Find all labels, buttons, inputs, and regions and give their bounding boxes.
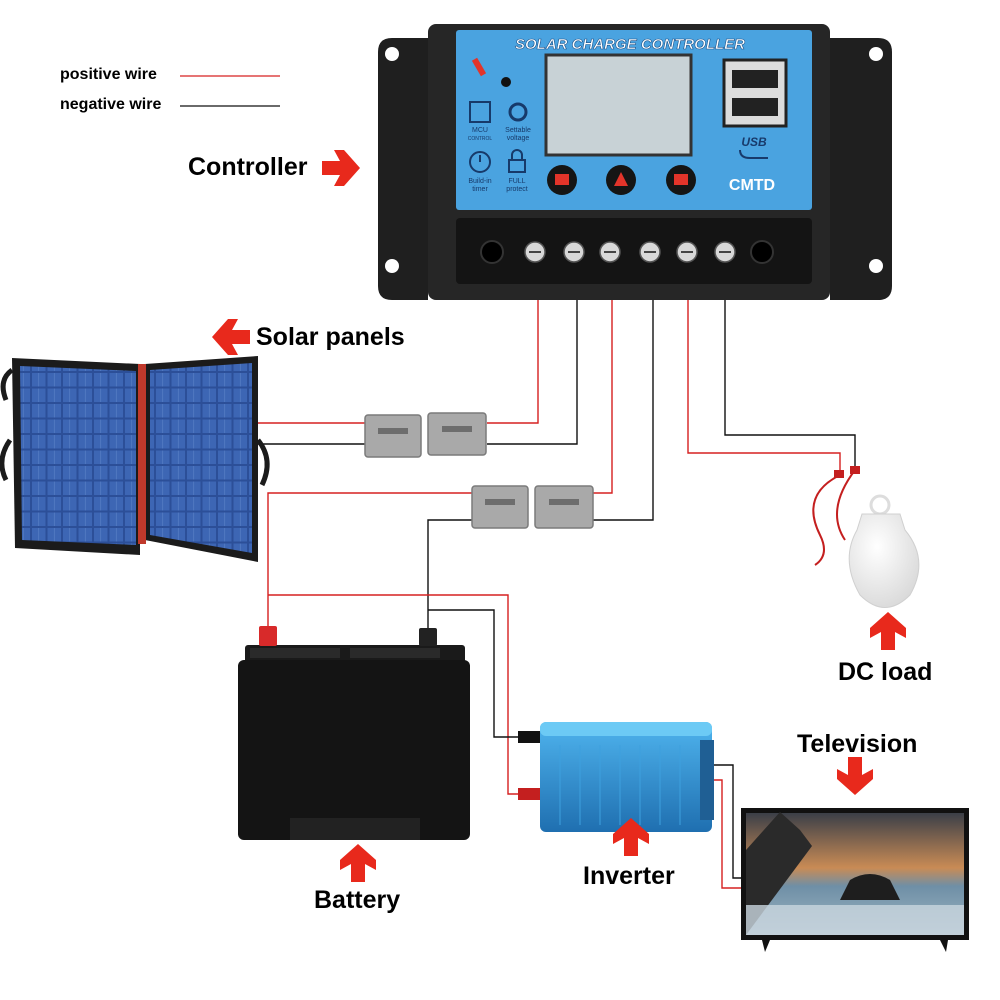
- battery: [238, 626, 470, 840]
- inverter-label: Inverter: [583, 862, 675, 890]
- inverter: [518, 722, 714, 832]
- arrow-battery: [340, 844, 376, 882]
- arrow-television: [837, 757, 873, 795]
- feature-1-line-1: MCU: [472, 127, 488, 134]
- wire-load-negative: [724, 300, 856, 470]
- arrow-controller: [322, 150, 360, 186]
- wire-solar-positive: [487, 300, 539, 424]
- battery-positive-terminal: [259, 626, 277, 646]
- connector-battery-left: [471, 485, 529, 529]
- wire-inverter-positive: [268, 594, 518, 795]
- chip-icon: [469, 101, 491, 123]
- dc-load-label: DC load: [838, 658, 933, 686]
- wire-tv-red: [712, 779, 745, 889]
- clock-icon: [469, 151, 491, 173]
- charge-controller: [378, 24, 892, 300]
- feature-1-line-2: CONTROL: [468, 136, 493, 142]
- connector-solar-right: [427, 412, 487, 456]
- feature-3-line-1: Build-in: [468, 178, 491, 185]
- connector-battery-right: [534, 485, 594, 529]
- arrow-inverter: [613, 818, 649, 856]
- battery-negative-terminal: [419, 628, 437, 646]
- feature-4-line-2: protect: [506, 186, 527, 193]
- wire-tv-black: [712, 764, 745, 879]
- wire-inverter-negative: [428, 609, 518, 738]
- dc-load-bulb: [812, 466, 920, 608]
- solar-panels-label: Solar panels: [256, 323, 405, 351]
- usb-ports: [722, 58, 788, 128]
- controller-label: Controller: [188, 153, 308, 181]
- feature-2-line-2: voltage: [507, 135, 530, 142]
- wire-load-positive: [687, 300, 841, 475]
- television-label: Television: [797, 730, 918, 758]
- feature-4-line-1: FULL: [508, 178, 525, 185]
- battery-label: Battery: [314, 886, 401, 914]
- wire-battery-positive: [592, 300, 613, 494]
- usb-label: USB: [741, 135, 767, 149]
- arrow-solar: [212, 319, 250, 355]
- thermometer-icon: [471, 57, 487, 77]
- arrow-dc-load: [870, 612, 906, 650]
- controller-brand: CMTD: [729, 177, 775, 194]
- connector-solar-left: [364, 414, 422, 458]
- connectors: [364, 412, 594, 529]
- legend-negative-label: negative wire: [60, 96, 162, 113]
- feature-3-line-2: timer: [472, 186, 488, 193]
- arrows: [212, 150, 906, 882]
- wire-solar-negative: [487, 300, 578, 445]
- controller-panel-title: SOLAR CHARGE CONTROLLER: [515, 36, 745, 53]
- legend-positive-label: positive wire: [60, 66, 157, 83]
- feature-2-line-1: Settable: [505, 127, 531, 134]
- solar-panels: [0, 356, 270, 562]
- wires: [258, 300, 856, 889]
- lcd-screen: [544, 53, 693, 157]
- television: [741, 808, 969, 952]
- gear-icon: [508, 102, 528, 122]
- lock-icon: [508, 159, 526, 173]
- wire-battery-negative: [592, 300, 654, 521]
